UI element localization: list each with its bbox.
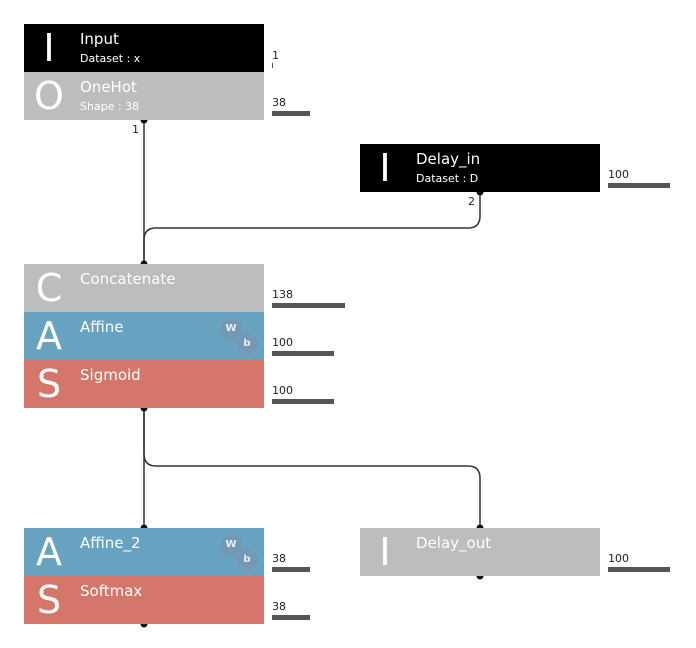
output-size-label-delay-out: 100 bbox=[608, 552, 629, 565]
node-affine[interactable]: A Affine W b bbox=[24, 312, 264, 360]
port-index-label: 2 bbox=[468, 195, 475, 208]
node-delay-out[interactable]: I Delay_out bbox=[360, 528, 600, 576]
output-size-bar-softmax bbox=[272, 615, 310, 620]
bias-param-icon: b bbox=[236, 549, 258, 571]
output-size-label-delay-in: 100 bbox=[608, 168, 629, 181]
port-index-label: 1 bbox=[132, 123, 139, 136]
node-softmax[interactable]: S Softmax bbox=[24, 576, 264, 624]
node-affine-2[interactable]: A Affine_2 W b bbox=[24, 528, 264, 576]
node-type-letter: A bbox=[36, 314, 62, 358]
node-concatenate[interactable]: C Concatenate bbox=[24, 264, 264, 312]
node-delay-in[interactable]: I Delay_in Dataset : D bbox=[360, 144, 600, 192]
output-size-label-onehot: 38 bbox=[272, 96, 286, 109]
weight-param-icon: W bbox=[220, 534, 242, 556]
node-input[interactable]: I Input Dataset : x bbox=[24, 24, 264, 72]
output-size-bar-delay-out bbox=[608, 567, 670, 572]
output-size-bar-delay-in bbox=[608, 183, 670, 188]
node-type-letter: S bbox=[36, 578, 62, 622]
output-size-label-softmax: 38 bbox=[272, 600, 286, 613]
output-size-bar-affine bbox=[272, 351, 334, 356]
output-size-bar-affine-2 bbox=[272, 567, 310, 572]
node-type-letter: C bbox=[35, 266, 63, 310]
node-param: Shape : 38 bbox=[80, 100, 140, 113]
output-size-label-concatenate: 138 bbox=[272, 288, 293, 301]
node-type-letter: I bbox=[379, 530, 391, 574]
output-size-bar-concatenate bbox=[272, 303, 345, 308]
node-type-letter: A bbox=[36, 530, 62, 574]
node-type-letter: O bbox=[34, 74, 64, 118]
node-param: Dataset : D bbox=[416, 172, 479, 185]
node-type-letter: I bbox=[379, 146, 391, 190]
output-size-bar-onehot bbox=[272, 111, 310, 116]
output-size-label-affine: 100 bbox=[272, 336, 293, 349]
node-title: Affine bbox=[80, 318, 124, 336]
node-type-letter: S bbox=[36, 362, 62, 406]
node-title: Softmax bbox=[80, 582, 143, 600]
node-title: Concatenate bbox=[80, 270, 176, 288]
output-size-bar-sigmoid bbox=[272, 399, 334, 404]
node-onehot[interactable]: O OneHot Shape : 38 bbox=[24, 72, 264, 120]
edge-delayin-concatenate bbox=[143, 192, 481, 264]
output-size-bar-input bbox=[272, 63, 273, 68]
node-sigmoid[interactable]: S Sigmoid bbox=[24, 360, 264, 408]
bias-param-icon: b bbox=[236, 333, 258, 355]
node-param: Dataset : x bbox=[80, 52, 141, 65]
node-title: Sigmoid bbox=[80, 366, 141, 384]
node-title: Affine_2 bbox=[80, 534, 141, 552]
output-size-label-input: 1 bbox=[272, 49, 279, 62]
node-type-letter: I bbox=[43, 26, 55, 70]
node-title: OneHot bbox=[80, 78, 137, 96]
edge-sigmoid-delayout bbox=[143, 408, 481, 528]
weight-param-icon: W bbox=[220, 318, 242, 340]
node-title: Delay_in bbox=[416, 150, 481, 168]
output-size-label-sigmoid: 100 bbox=[272, 384, 293, 397]
node-title: Input bbox=[80, 30, 119, 48]
output-size-label-affine-2: 38 bbox=[272, 552, 286, 565]
node-title: Delay_out bbox=[416, 534, 492, 552]
